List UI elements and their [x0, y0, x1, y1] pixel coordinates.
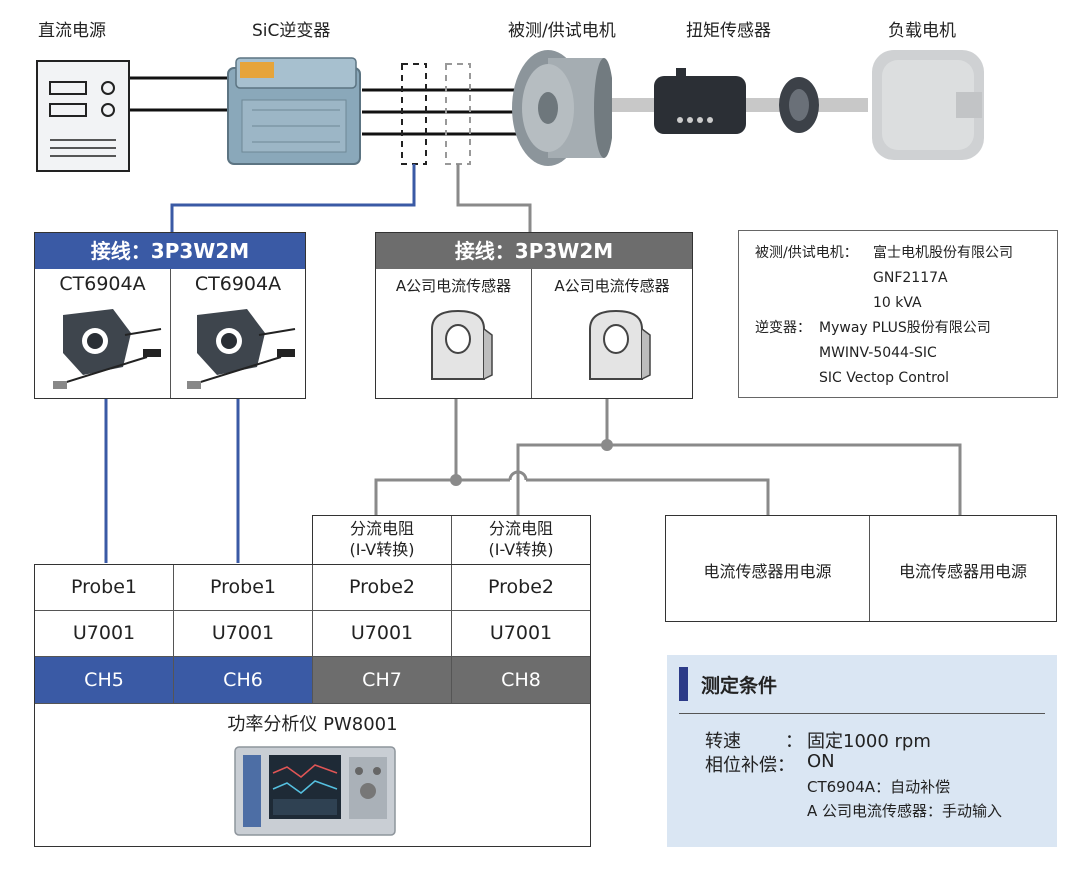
info-motor-line-1: 富士电机股份有限公司: [873, 245, 1013, 261]
phase-detail-ct6904a: CT6904A：自动补偿: [807, 778, 951, 796]
group-right-header: 接线：3P3W2M: [376, 233, 692, 269]
group-left-header: 接线：3P3W2M: [35, 233, 305, 269]
probe-label-3: Probe2: [349, 576, 415, 598]
power-analyzer-icon: [234, 746, 396, 836]
measurement-conditions-panel: 测定条件 转速 ： 固定1000 rpm 相位补偿： ON CT6904A：自动…: [667, 655, 1057, 847]
info-inverter-line-1: Myway PLUS股份有限公司: [819, 320, 991, 336]
group-box-right: 接线：3P3W2M A公司电流传感器 A公司电流传感器: [375, 232, 693, 399]
label-motor-test: 被测/供试电机: [508, 21, 616, 41]
coupling-icon: [779, 77, 819, 133]
shunt-row: 分流电阻 (I-V转换) 分流电阻 (I-V转换): [312, 515, 591, 566]
info-motor-line-2: GNF2117A: [873, 270, 948, 286]
speed-value: 固定1000 rpm: [807, 731, 931, 752]
conditions-divider: [679, 713, 1045, 714]
probe-label-1: Probe1: [71, 576, 137, 598]
junction-dot-1: [450, 474, 462, 486]
group-box-left: 接线：3P3W2M CT6904A CT6904A: [34, 232, 306, 399]
gray-sensor-wire: [456, 164, 532, 232]
shaft-2: [740, 98, 780, 112]
speed-label: 转速: [705, 731, 741, 752]
shunt-1-line-2: (I-V转换): [349, 540, 415, 559]
info-inverter-line-3: SIC Vectop Control: [819, 370, 950, 386]
ct6904a-sensor-icon-1: [53, 309, 162, 389]
sensor-label-ct6904a-1: CT6904A: [59, 273, 146, 295]
blue-sensor-wire: [170, 164, 416, 232]
channel-ch8: CH8: [452, 657, 590, 703]
info-inverter-label: 逆变器：: [755, 320, 811, 336]
sensor-power-supplies: 电流传感器用电源 电流传感器用电源: [665, 515, 1057, 622]
shaft-3: [818, 98, 868, 112]
power-analyzer-panel: Probe1 Probe1 Probe2 Probe2 U7001 U7001 …: [34, 564, 591, 847]
channel-ch7: CH7: [313, 657, 451, 703]
dc-power-icon: [36, 60, 130, 172]
shunt-1-line-1: 分流电阻: [349, 519, 414, 538]
unit-label-1: U7001: [72, 622, 136, 644]
conditions-title: 测定条件: [701, 675, 778, 697]
channel-ch5: CH5: [35, 657, 173, 703]
unit-label-2: U7001: [211, 622, 275, 644]
probe-label-2: Probe1: [210, 576, 276, 598]
unit-label-4: U7001: [489, 622, 553, 644]
phase-label: 相位补偿：: [705, 755, 795, 776]
dc-cables: [128, 76, 228, 112]
channel-ch6: CH6: [174, 657, 312, 703]
phase-detail-a-company: A 公司电流传感器：手动输入: [807, 802, 1003, 820]
label-torque-sensor: 扭矩传感器: [686, 21, 771, 41]
power-supply-1: 电流传感器用电源: [703, 562, 832, 581]
gray-network: [374, 398, 962, 516]
inverter-icon: [227, 57, 361, 165]
sensor-label-ct6904a-2: CT6904A: [194, 273, 282, 295]
sensor-clamp-dashed-1: [401, 63, 427, 165]
label-dc-power: 直流电源: [38, 21, 106, 41]
power-supply-2: 电流传感器用电源: [898, 562, 1027, 581]
shunt-2: 分流电阻 (I-V转换): [452, 518, 590, 560]
a-company-sensor-icon-2: [589, 309, 651, 380]
phase-cables: [362, 88, 520, 136]
unit-label-3: U7001: [350, 622, 414, 644]
info-motor-label: 被测/供试电机：: [755, 245, 858, 261]
shunt-1: 分流电阻 (I-V转换): [313, 518, 451, 560]
a-company-sensor-icon-1: [431, 309, 493, 380]
phase-value: ON: [807, 751, 835, 772]
probe-label-4: Probe2: [488, 576, 554, 598]
sensor-label-a-company-1: A公司电流传感器: [395, 277, 512, 295]
test-motor-icon: [512, 50, 612, 166]
label-inverter: SiC逆变器: [252, 21, 331, 41]
torque-sensor-icon: [654, 68, 746, 134]
sensor-clamp-dashed-2: [445, 63, 471, 165]
shunt-2-line-1: 分流电阻: [488, 519, 553, 538]
condition-title-accent: [679, 667, 688, 701]
info-inverter-line-2: MWINV-5044-SIC: [819, 345, 937, 361]
load-motor-icon: [872, 50, 984, 160]
junction-dot-2: [601, 439, 613, 451]
label-load-motor: 负载电机: [888, 21, 956, 41]
shunt-2-line-2: (I-V转换): [488, 540, 554, 559]
sensor-label-a-company-2: A公司电流传感器: [554, 277, 670, 295]
speed-separator: ：: [785, 731, 803, 752]
ct6904a-sensor-icon-2: [187, 309, 296, 389]
analyzer-name: 功率分析仪 PW8001: [227, 714, 398, 735]
shaft-1: [608, 98, 658, 112]
info-motor-line-3: 10 kVA: [873, 295, 922, 311]
equipment-info-box: 被测/供试电机： 富士电机股份有限公司 GNF2117A 10 kVA 逆变器：…: [738, 230, 1058, 398]
